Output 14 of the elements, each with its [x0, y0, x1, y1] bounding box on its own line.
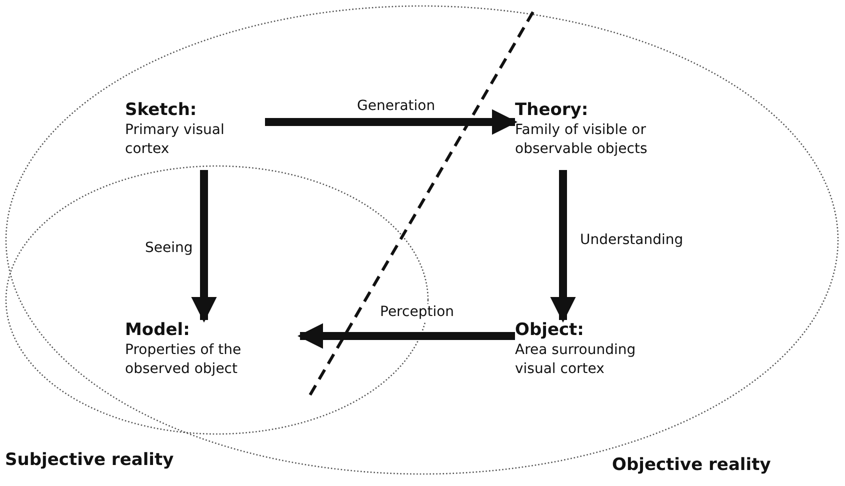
- node-heading: Object:: [515, 320, 585, 341]
- node-description: Family of visible or observable objects: [515, 121, 648, 159]
- node-heading: Model:: [125, 320, 191, 341]
- region-label: Subjective reality: [5, 450, 174, 470]
- node-heading: Sketch:: [125, 100, 198, 121]
- arrow: [297, 323, 515, 349]
- arrow: [550, 170, 576, 323]
- region-label: Objective reality: [612, 455, 771, 475]
- node-description: Primary visual cortex: [125, 121, 226, 159]
- arrow: [265, 109, 518, 135]
- node-description: Properties of the observed object: [125, 341, 242, 379]
- node-description: Area surrounding visual cortex: [515, 341, 637, 379]
- arrow: [191, 170, 217, 323]
- node-heading: Theory:: [515, 100, 590, 121]
